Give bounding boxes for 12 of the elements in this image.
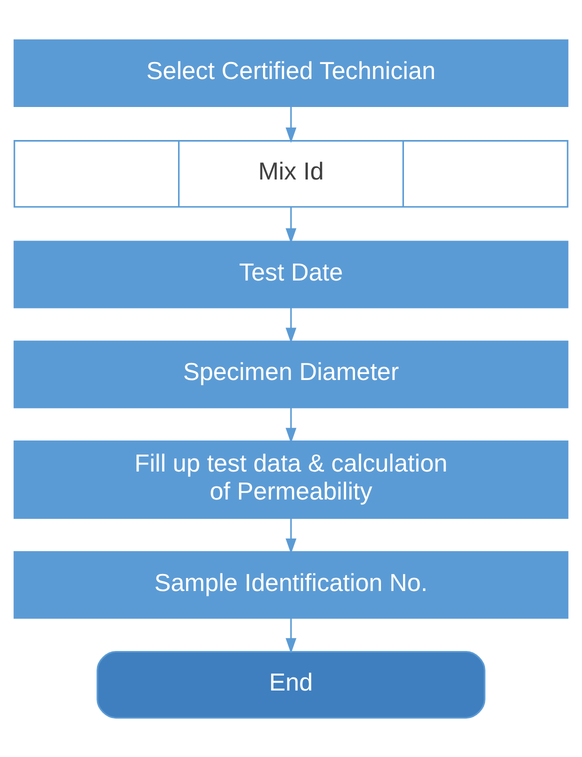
node-box: Fill up test data & calculation of Permeability [14, 440, 568, 518]
node-box: Sample Identification No. [14, 550, 568, 618]
arrow [286, 618, 296, 653]
arrow [286, 206, 296, 244]
node-box: Select Certified Technician [14, 38, 568, 106]
node-box: End [96, 650, 486, 718]
node-box: Specimen Diameter [14, 340, 568, 408]
arrow [286, 307, 296, 343]
node-box: Test Date [14, 240, 568, 308]
arrow [286, 518, 296, 554]
arrow [286, 407, 296, 443]
arrow [286, 106, 296, 142]
